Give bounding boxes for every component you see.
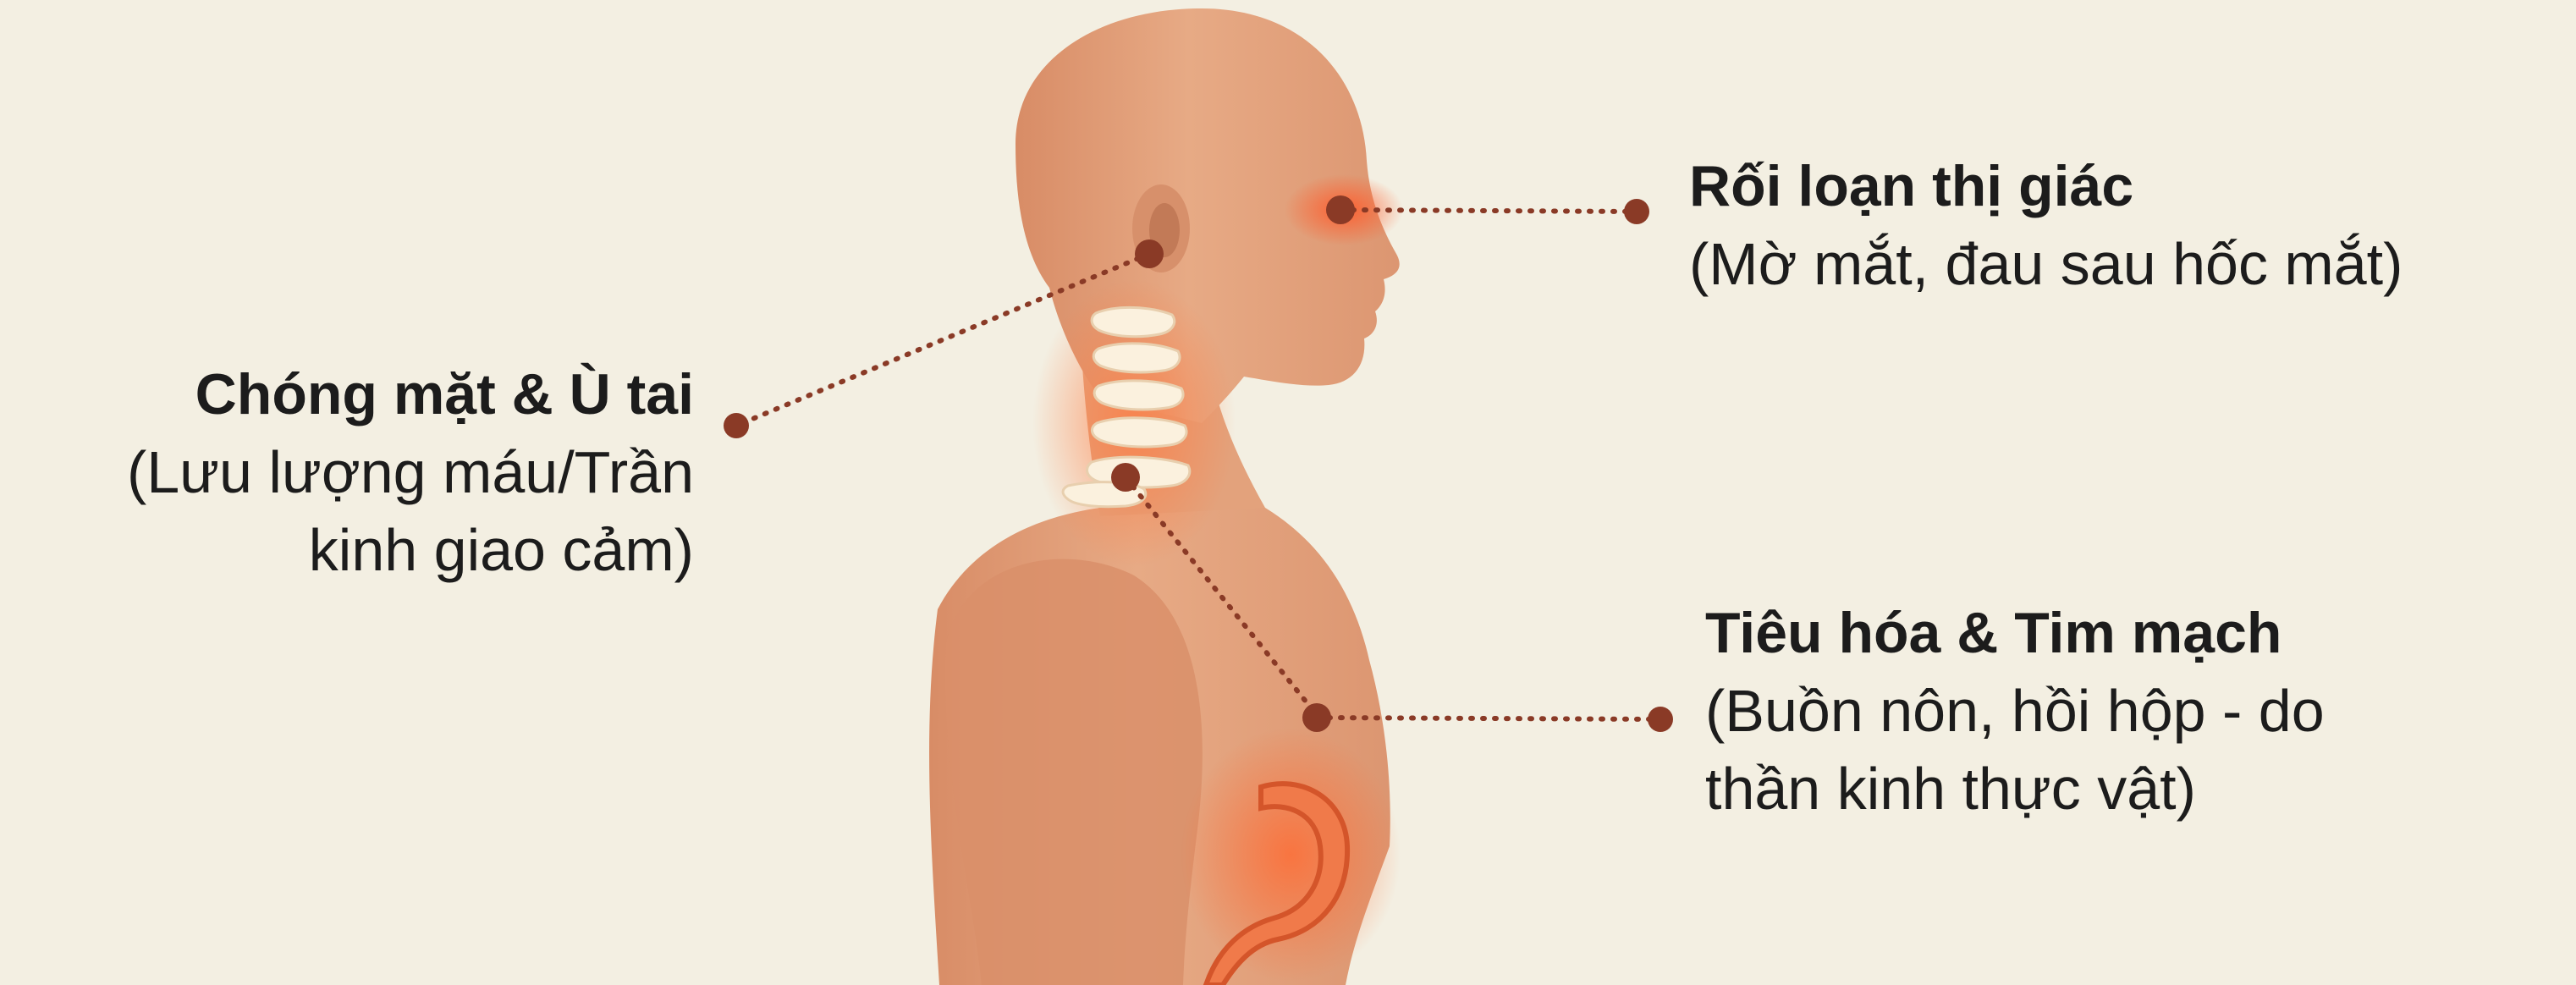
callout-dizziness-title: Chóng mặt & Ù tai [0,357,694,433]
callout-digestive: Tiêu hóa & Tim mạch (Buồn nôn, hồi hộp -… [1705,596,2551,828]
callout-vision-detail: (Mờ mắt, đau sau hốc mắt) [1689,225,2403,303]
vertebra [1094,381,1183,410]
dot-spine-origin [1111,463,1140,492]
dot-eye-end [1624,199,1649,224]
dot-ear-origin [1135,239,1164,268]
callout-dizziness-detail-line1: (Lưu lượng máu/Trần [0,433,694,511]
vertebra [1092,418,1186,447]
dot-chest-end [1648,707,1673,732]
vertebra [1093,344,1180,372]
callout-digestive-detail-line1: (Buồn nôn, hồi hộp - do [1705,672,2551,750]
vertebra [1092,307,1175,336]
dot-ear-end [724,413,749,438]
callout-dizziness-detail-line2: kinh giao cảm) [0,511,694,589]
callout-digestive-detail-line2: thần kinh thực vật) [1705,750,2551,828]
callout-vision: Rối loạn thị giác (Mờ mắt, đau sau hốc m… [1689,149,2403,303]
dot-chest-origin [1302,703,1331,732]
callout-vision-title: Rối loạn thị giác [1689,149,2403,225]
arm-silhouette [945,559,1203,985]
callout-dizziness: Chóng mặt & Ù tai (Lưu lượng máu/Trần ki… [0,357,694,590]
stomach-glow [1181,728,1401,982]
callout-digestive-title: Tiêu hóa & Tim mạch [1705,596,2551,672]
dot-eye-origin [1326,195,1355,224]
